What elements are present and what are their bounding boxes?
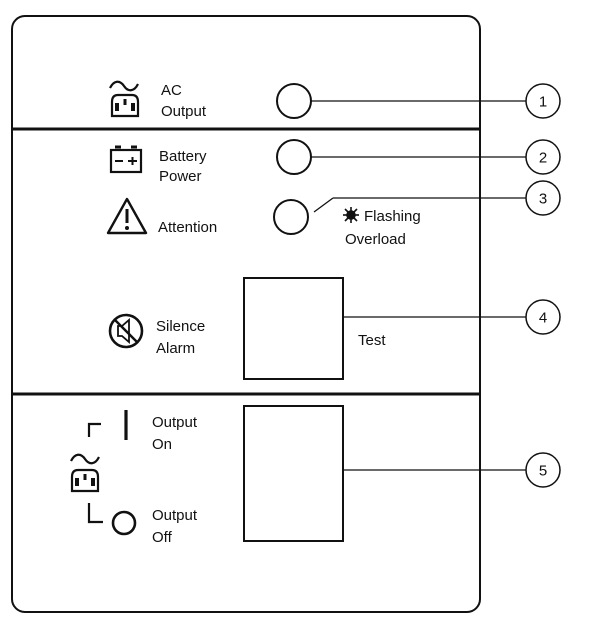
test-label: Test (358, 332, 386, 349)
callout-1-number: 1 (539, 94, 547, 111)
output-off-symbol (111, 510, 137, 536)
silence-alarm-icon (108, 313, 144, 349)
silence-alarm-label-line2: Alarm (156, 340, 195, 357)
callout-3: 3 (525, 180, 561, 216)
silence-test-button[interactable] (243, 277, 344, 380)
callout-1: 1 (525, 83, 561, 119)
attention-note-line2: Overload (345, 231, 406, 248)
battery-power-icon (109, 145, 143, 174)
output-off-label-line1: Output (152, 507, 198, 524)
attention-note-line1: Flashing (364, 208, 421, 225)
battery-power-label-line2: Power (159, 168, 202, 185)
output-switch-symbols (70, 410, 137, 536)
silence-alarm-label-line1: Silence (156, 318, 205, 335)
callout-leader-3 (313, 197, 334, 213)
callout-2-number: 2 (539, 150, 547, 167)
callout-4-number: 4 (539, 310, 547, 327)
ac-output-label-line2: Output (161, 103, 207, 120)
ac-output-label-line1: AC (161, 82, 182, 99)
callout-5: 5 (525, 452, 561, 488)
callout-5-number: 5 (539, 463, 547, 480)
ac-output-icon (109, 80, 140, 118)
attention-label: Attention (158, 219, 217, 236)
callout-4: 4 (525, 299, 561, 335)
battery-power-indicator (276, 139, 312, 175)
output-on-label-line2: On (152, 436, 172, 453)
ac-output-indicator (276, 83, 312, 119)
output-on-label-line1: Output (152, 414, 198, 431)
attention-icon (106, 197, 148, 235)
callout-2: 2 (525, 139, 561, 175)
panel-outline (11, 15, 481, 613)
output-on-off-button[interactable] (243, 405, 344, 542)
battery-power-label-line1: Battery (159, 148, 207, 165)
callout-3-number: 3 (539, 191, 547, 208)
attention-indicator (273, 199, 309, 235)
flashing-sun-icon (343, 207, 359, 223)
output-off-label-line2: Off (152, 529, 173, 546)
